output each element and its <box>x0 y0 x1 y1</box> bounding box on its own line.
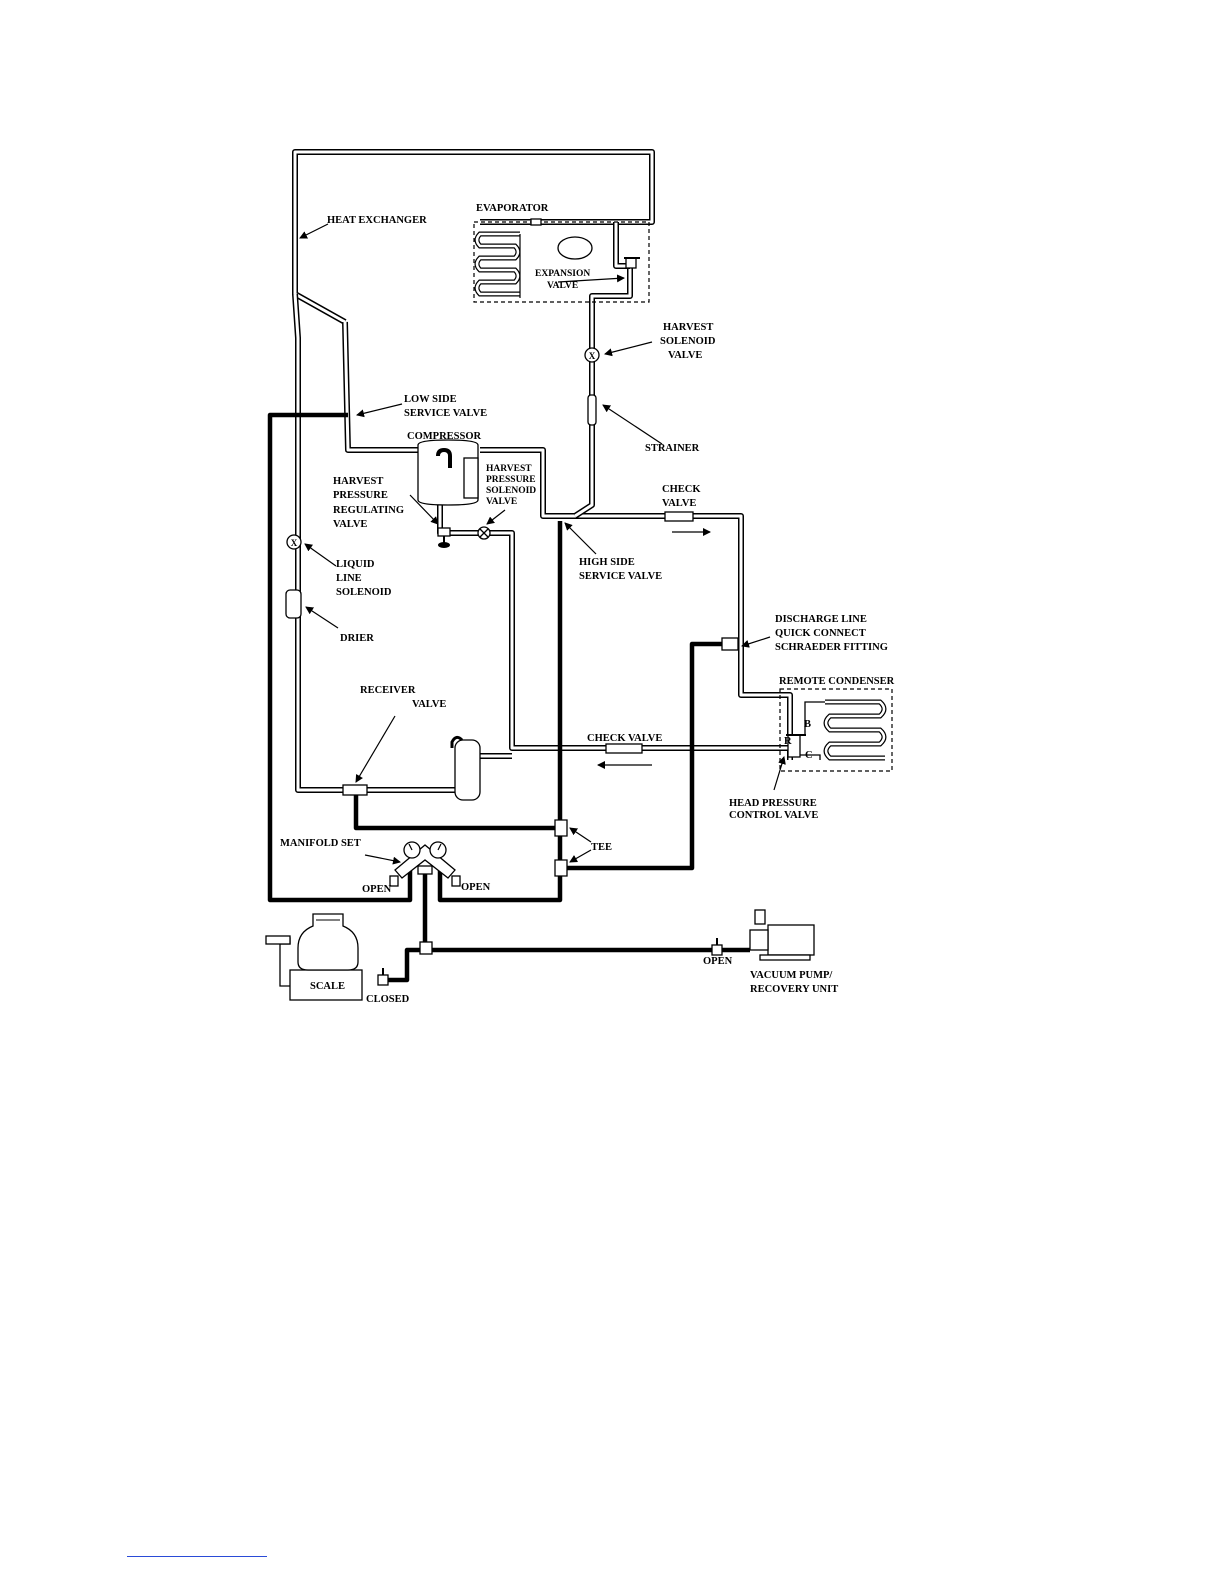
label-open-pump: OPEN <box>703 956 733 967</box>
label-low-side-2: SERVICE VALVE <box>404 408 487 419</box>
label-port-b: B <box>804 719 811 730</box>
label-high-side-2: SERVICE VALVE <box>579 571 662 582</box>
label-tee: TEE <box>591 842 612 853</box>
label-vacuum-1: VACUUM PUMP/ <box>750 970 833 981</box>
label-receiver-2: VALVE <box>412 699 446 710</box>
receiver-valve <box>342 784 368 796</box>
remote-condenser <box>779 688 893 772</box>
liquid-line-solenoid: X <box>286 534 302 550</box>
label-hprv-1: HARVEST <box>333 476 383 487</box>
evaporator <box>473 218 650 303</box>
label-evaporator: EVAPORATOR <box>476 203 549 214</box>
label-port-r: R <box>784 736 792 747</box>
svg-text:X: X <box>589 351 596 361</box>
check-valve-top <box>664 511 694 522</box>
label-manifold-set: MANIFOLD SET <box>280 838 361 849</box>
label-compressor: COMPRESSOR <box>407 431 482 442</box>
label-hprv-4: VALVE <box>333 519 367 530</box>
scale-and-tank <box>265 913 363 1001</box>
label-harvest-sol-1: HARVEST <box>663 322 713 333</box>
component-labels: HEAT EXCHANGER EVAPORATOR EXPANSION VALV… <box>280 203 895 1005</box>
label-hprv-3: REGULATING <box>333 505 404 516</box>
tee-lower <box>554 859 568 877</box>
label-hpsv-1: HARVEST <box>486 464 532 474</box>
hose-tee <box>419 941 433 955</box>
label-heat-exchanger: HEAT EXCHANGER <box>327 215 427 226</box>
drier <box>285 589 302 619</box>
check-valve-bottom <box>605 743 643 754</box>
label-scale: SCALE <box>310 981 345 992</box>
service-hoses <box>267 412 750 983</box>
label-drier: DRIER <box>340 633 374 644</box>
label-high-side-1: HIGH SIDE <box>579 557 635 568</box>
receiver <box>450 735 481 801</box>
leader-arrows <box>299 223 786 865</box>
label-hpsv-4: VALVE <box>486 497 517 507</box>
head-pressure-control-valve <box>786 734 806 758</box>
label-strainer: STRAINER <box>645 443 700 454</box>
label-harvest-sol-3: VALVE <box>668 350 702 361</box>
label-discharge-1: DISCHARGE LINE <box>775 614 867 625</box>
label-lls-2: LINE <box>336 573 362 584</box>
label-harvest-sol-2: SOLENOID <box>660 336 716 347</box>
label-remote-condenser: REMOTE CONDENSER <box>779 676 895 687</box>
label-discharge-2: QUICK CONNECT <box>775 628 866 639</box>
vacuum-pump <box>749 909 815 961</box>
label-check-top-2: VALVE <box>662 498 696 509</box>
label-lls-1: LIQUID <box>336 559 375 570</box>
manifold-set <box>389 841 461 887</box>
label-low-side-1: LOW SIDE <box>404 394 457 405</box>
harvest-pressure-regulating-valve <box>437 527 451 548</box>
harvest-pressure-solenoid-valve <box>477 526 491 540</box>
label-hpsv-2: PRESSURE <box>486 475 536 485</box>
label-port-c: C <box>805 750 813 761</box>
label-expansion-1: EXPANSION <box>535 269 590 279</box>
label-hpcv-2: CONTROL VALVE <box>729 810 818 821</box>
label-closed: CLOSED <box>366 994 410 1005</box>
label-check-bottom: CHECK VALVE <box>587 733 662 744</box>
label-open-left: OPEN <box>362 884 392 895</box>
label-vacuum-2: RECOVERY UNIT <box>750 984 838 995</box>
label-hpcv-1: HEAD PRESSURE <box>729 798 817 809</box>
label-check-top-1: CHECK <box>662 484 701 495</box>
svg-text:X: X <box>291 538 298 548</box>
compressor <box>417 439 479 506</box>
strainer <box>587 394 597 426</box>
label-open-right: OPEN <box>461 882 491 893</box>
harvest-solenoid-valve: X <box>584 347 600 363</box>
closed-valve <box>377 968 389 986</box>
tee-upper <box>548 819 568 837</box>
label-discharge-3: SCHRAEDER FITTING <box>775 642 888 653</box>
footer-rule <box>127 1556 267 1557</box>
label-hpsv-3: SOLENOID <box>486 486 536 496</box>
label-hprv-2: PRESSURE <box>333 490 388 501</box>
label-expansion-2: VALVE <box>547 281 578 291</box>
pump-open-valve <box>711 938 723 956</box>
discharge-line-fitting <box>721 637 739 651</box>
expansion-valve <box>624 257 640 269</box>
label-receiver-1: RECEIVER <box>360 685 416 696</box>
label-lls-3: SOLENOID <box>336 587 392 598</box>
